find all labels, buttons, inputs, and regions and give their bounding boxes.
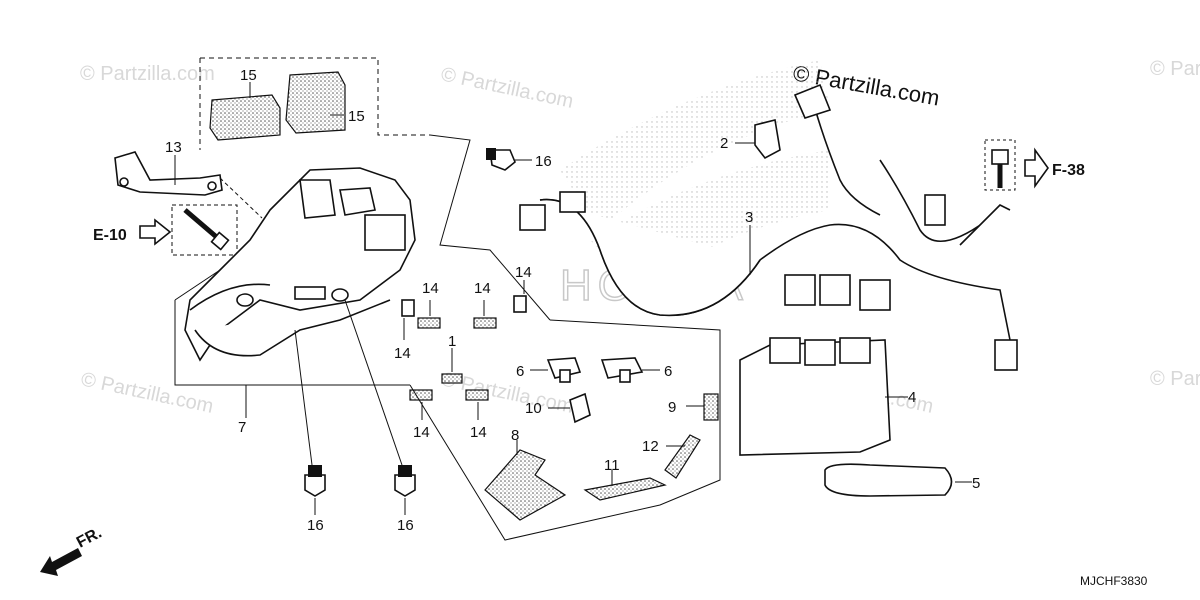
pad-14e <box>409 389 433 401</box>
clip-14d <box>513 295 527 313</box>
group-box-7 <box>174 300 410 386</box>
callout-4: 4 <box>908 389 916 406</box>
callout-6: 6 <box>516 363 524 380</box>
group-box-15 <box>200 57 430 136</box>
band-5 <box>824 463 953 497</box>
callout-12: 12 <box>642 438 659 455</box>
callout-10: 10 <box>525 400 542 417</box>
f38-ref-arrow <box>1024 147 1049 189</box>
callout-11: 11 <box>604 457 620 474</box>
callout-16: 16 <box>535 153 552 170</box>
group-box-lower <box>409 319 721 541</box>
bolt-16a <box>486 148 516 171</box>
callout-9: 9 <box>668 399 676 416</box>
pad-14c <box>473 317 497 329</box>
callout-15: 15 <box>240 67 257 84</box>
bolt-16c <box>394 465 416 497</box>
direction-label: FR. <box>74 524 105 551</box>
clip-6b <box>600 357 644 383</box>
watermark: © Partzilla.com <box>1150 368 1200 390</box>
callout-13: 13 <box>165 139 182 156</box>
ecu-4 <box>739 337 891 456</box>
callout-7: 7 <box>238 419 246 436</box>
pad-14f <box>465 389 489 401</box>
ref-e10: E-10 <box>93 227 127 244</box>
diagram-code: MJCHF3830 <box>1080 574 1148 588</box>
watermark: © Partzilla.com <box>79 368 215 418</box>
callout-14: 14 <box>394 345 411 362</box>
watermark: © Partzilla.com <box>1150 58 1200 80</box>
callout-6: 6 <box>664 363 672 380</box>
under-cover-7 <box>184 167 416 362</box>
ref-f38: F-38 <box>1052 162 1085 179</box>
pad-12 <box>664 434 701 479</box>
bolt-f38 <box>984 139 1016 191</box>
seal-11 <box>583 477 667 501</box>
watermark: © Partzilla.com <box>439 63 575 113</box>
callout-15: 15 <box>348 108 365 125</box>
clip-14a <box>401 299 415 317</box>
seal-8 <box>484 449 567 521</box>
callouts: 15 15 13 16 2 3 14 14 14 14 1 6 6 10 9 4… <box>165 67 980 534</box>
callout-5: 5 <box>972 475 980 492</box>
clip-6a <box>546 357 582 383</box>
callout-1: 1 <box>448 333 456 350</box>
pad-9 <box>703 393 719 421</box>
pad-14b <box>417 317 441 329</box>
e10-ref-arrow <box>139 218 172 246</box>
wire-harness-3 <box>519 83 1018 371</box>
clip-2 <box>754 119 781 160</box>
bracket-10 <box>569 392 591 424</box>
watermark: © Partzilla.com <box>80 63 215 85</box>
callout-14: 14 <box>422 280 439 297</box>
callout-16: 16 <box>397 517 414 534</box>
front-direction-arrow <box>40 548 82 576</box>
callout-14: 14 <box>413 424 430 441</box>
callout-16: 16 <box>307 517 324 534</box>
callout-14: 14 <box>470 424 487 441</box>
callout-8: 8 <box>511 427 519 444</box>
callout-14: 14 <box>515 264 532 281</box>
callout-2: 2 <box>720 135 728 152</box>
bracket-13 <box>114 151 223 196</box>
pad-1 <box>441 373 463 384</box>
bolt <box>183 208 230 251</box>
callout-14: 14 <box>474 280 491 297</box>
bolt-16b <box>304 465 326 497</box>
callout-3: 3 <box>745 209 753 226</box>
foam-pad-15b <box>285 71 346 134</box>
foam-pad-15a <box>209 94 281 141</box>
